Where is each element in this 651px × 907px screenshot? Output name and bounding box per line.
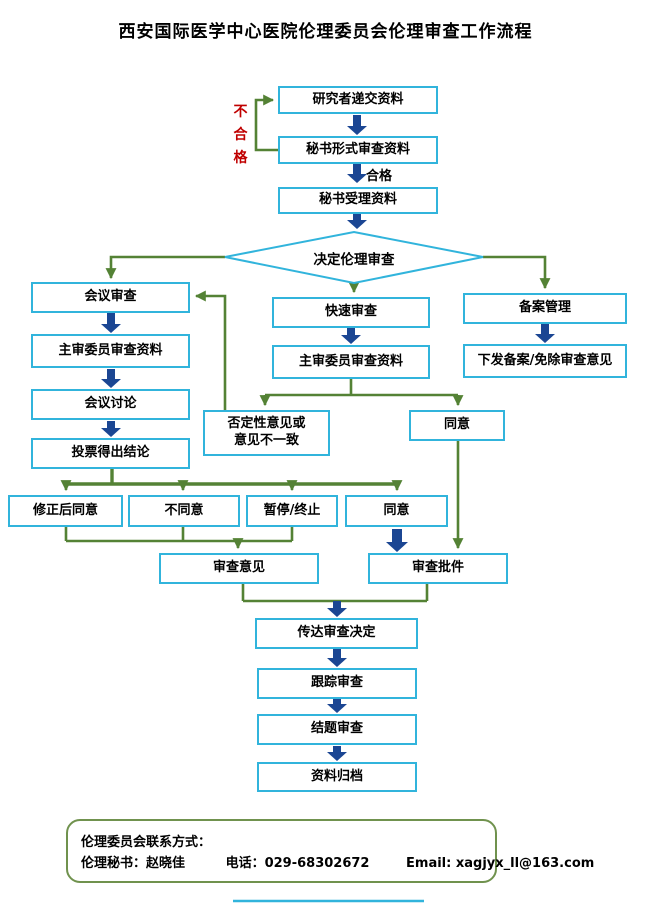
node-follow-up-review: 跟踪审查 [257,668,417,699]
node-issue-filing-opinion: 下发备案/免除审查意见 [463,344,627,378]
contact-title: 伦理委员会联系方式： [81,835,212,850]
node-chief-review-left: 主审委员审查资料 [31,334,190,368]
node-chief-review-mid: 主审委员审查资料 [272,345,430,379]
node-amend-agree: 修正后同意 [8,495,123,527]
node-disagree: 不同意 [128,495,240,527]
rapid-split-line [265,379,458,397]
arrow-formal-accept [347,164,367,183]
branch-filing-line [483,255,551,290]
negative-feedback-line [194,290,227,410]
branch-meeting-line [105,255,225,280]
arrow-discuss-vote [101,421,121,437]
arrow-conclude-archive [327,746,347,761]
node-review-opinion: 审查意见 [159,553,319,584]
node-accept-materials: 秘书受理资料 [278,187,438,214]
pass-label: 合格 [366,169,393,184]
node-convey-decision: 传达审查决定 [255,618,418,649]
node-meeting-discussion: 会议讨论 [31,389,190,420]
arrow-filing-issue [535,324,555,343]
arrow-submit-formal [347,115,367,135]
secretary-field: 伦理秘书：赵晓佳 [81,856,186,872]
phone-field: 电话：029-68302672 [225,856,370,872]
fail-label: 不合格 [233,104,248,167]
arrow-chief-discuss [101,369,121,388]
contact-details: 伦理秘书：赵晓佳 电话：029-68302672 Email: xagjyx_l… [81,853,594,874]
node-agree-row: 同意 [345,495,448,527]
node-submit-materials: 研究者递交资料 [278,86,438,114]
node-archive-materials: 资料归档 [257,762,417,792]
page-title: 西安国际医学中心医院伦理委员会伦理审查工作流程 [118,22,533,42]
node-filing-management: 备案管理 [463,293,627,324]
arrow-rapid-chief [341,328,361,344]
node-decide-review-label: 决定伦理审查 [313,251,395,268]
blue-block-arrows [101,115,555,761]
arrow-merge-convey [327,601,347,617]
arrow-accept-decide [347,212,367,229]
opinion-merge-line [64,527,294,543]
arrow-agree-approval [386,529,408,552]
node-vote-result: 投票得出结论 [31,438,190,469]
node-formal-review: 秘书形式审查资料 [278,136,438,164]
node-rapid-review: 快速审查 [272,297,430,328]
node-suspend-terminate: 暂停/终止 [246,495,338,527]
decision-merge-line [241,584,429,603]
email-field: Email: xagjyx_ll@163.com [406,856,595,872]
fail-loop-line [254,94,278,152]
node-agree-mid: 同意 [409,410,505,441]
arrow-follow-conclude [327,699,347,713]
arrow-convey-follow [327,649,347,667]
decision-diamond [224,230,484,285]
node-review-approval: 审查批件 [368,553,508,584]
node-negative-opinion: 否定性意见或 意见不一致 [203,410,330,456]
node-conclusion-review: 结题审查 [257,714,417,745]
green-flow-lines [60,94,551,603]
node-meeting-review: 会议审查 [31,282,190,313]
contact-info-box: 伦理委员会联系方式： 伦理秘书：赵晓佳 电话：029-68302672 Emai… [66,819,594,883]
vote-split-line [64,469,397,486]
arrow-meeting-chief [101,313,121,333]
